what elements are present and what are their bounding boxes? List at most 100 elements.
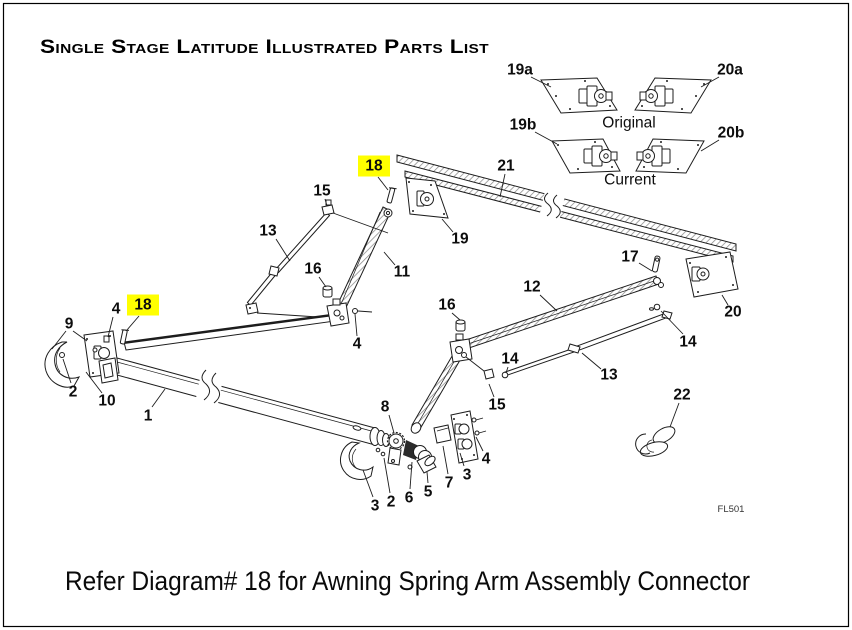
highlight-box [127, 294, 159, 316]
plate-3-right [450, 410, 479, 464]
part-callout: 13 [600, 367, 618, 384]
part-callout: 2 [69, 384, 78, 401]
leader-line [324, 198, 328, 207]
leader-line [426, 471, 429, 484]
part-callout: 19a [507, 62, 533, 79]
part-callout: 15 [488, 397, 506, 414]
caption-text: Refer Diagram# 18 for Awning Spring Arm … [65, 566, 750, 596]
pin-17 [651, 255, 661, 273]
part-callout: 19 [451, 231, 469, 248]
leader-line [51, 330, 67, 350]
part-callout: 21 [497, 158, 515, 175]
bracket-20 [685, 251, 739, 298]
leader-line [721, 294, 729, 306]
inset-bracket-plates [540, 77, 712, 174]
leader-line [275, 238, 291, 262]
figure-code: FL501 [718, 504, 745, 515]
leader-line [505, 366, 509, 374]
cap-16-left [322, 285, 333, 298]
plate-19b [551, 138, 621, 174]
plate-20b [635, 138, 705, 174]
leader-line [539, 294, 558, 312]
leader-line [488, 383, 495, 398]
part-callout: 8 [381, 399, 390, 416]
leader-line [377, 176, 389, 191]
leader-line [72, 330, 88, 342]
leader-line [700, 76, 720, 88]
part-callout: 3 [463, 467, 472, 484]
bolt-4-mid [352, 308, 358, 314]
leader-line [383, 251, 396, 266]
leader-line [62, 358, 72, 384]
elbow-left [322, 285, 373, 327]
part-callout: 4 [482, 451, 491, 468]
left-end-assembly [44, 329, 130, 388]
part-callout: 14 [501, 351, 519, 368]
part-callout: 10 [98, 393, 115, 410]
leader-line [581, 352, 602, 370]
bolt-2a [59, 352, 65, 358]
part-callout: 16 [304, 261, 322, 278]
part-callout: 6 [405, 490, 414, 507]
part-callout: 3 [371, 498, 380, 515]
bolt-2d [380, 451, 386, 457]
part-callout: 15 [313, 183, 331, 200]
arm-end-clamp [245, 302, 259, 315]
elbow-right [449, 333, 473, 363]
plate-20a [634, 77, 712, 114]
leader-line [388, 414, 395, 434]
leader-line [354, 313, 358, 337]
part-callout: 17 [621, 249, 638, 266]
part-callout: 7 [445, 475, 454, 492]
leader-line [409, 461, 413, 490]
pin-18-left [119, 329, 130, 345]
part-callout: 1 [144, 408, 153, 425]
part-callout: 5 [424, 484, 433, 501]
highlight-box [358, 155, 390, 177]
leader-line [669, 402, 680, 428]
bolt-4a [471, 417, 477, 423]
part-callout: 11 [394, 264, 411, 281]
part-callout: 12 [523, 279, 540, 296]
awning-rail-21 [396, 154, 737, 263]
end-cover-3 [340, 441, 374, 480]
leader-line [700, 139, 720, 152]
leader-line [362, 469, 374, 498]
right-arm-assembly [410, 255, 664, 434]
clip-22 [635, 426, 676, 457]
block-7 [433, 424, 452, 444]
part-callout: 13 [259, 223, 277, 240]
page-title: Single Stage Latitude Illustrated Parts … [40, 37, 489, 58]
rafter-arm-13-right [483, 303, 673, 380]
leader-line [475, 436, 484, 452]
leader-line [451, 312, 461, 321]
leader-line [126, 315, 140, 331]
bolt-2b [92, 347, 98, 353]
inset-current-label: Current [604, 172, 656, 189]
motor-5 [407, 445, 437, 474]
end-cap-9 [44, 341, 81, 388]
leader-line [459, 452, 465, 467]
leader-line [107, 316, 114, 338]
part-callout: 20 [724, 304, 741, 321]
part-callout: 4 [353, 336, 362, 353]
part-callout: 16 [438, 297, 456, 314]
part-callout: 19b [510, 117, 537, 134]
part-callout: 20a [717, 62, 743, 79]
bolt-4b [474, 430, 480, 436]
leader-line [318, 276, 327, 288]
leader-line [383, 457, 391, 494]
leader-line [534, 131, 558, 145]
part-callout: 9 [65, 316, 74, 333]
leader-line [660, 310, 684, 335]
highlighted-callout-18-top: 18 [365, 158, 383, 175]
bolt-4-left [103, 335, 110, 343]
drive-assembly [340, 410, 487, 480]
rail-break [539, 191, 565, 222]
part-callout: 22 [673, 387, 690, 404]
rafter-arm-13-left [245, 199, 389, 319]
bolt-14-left [501, 371, 509, 379]
cap-16-right [455, 319, 466, 332]
